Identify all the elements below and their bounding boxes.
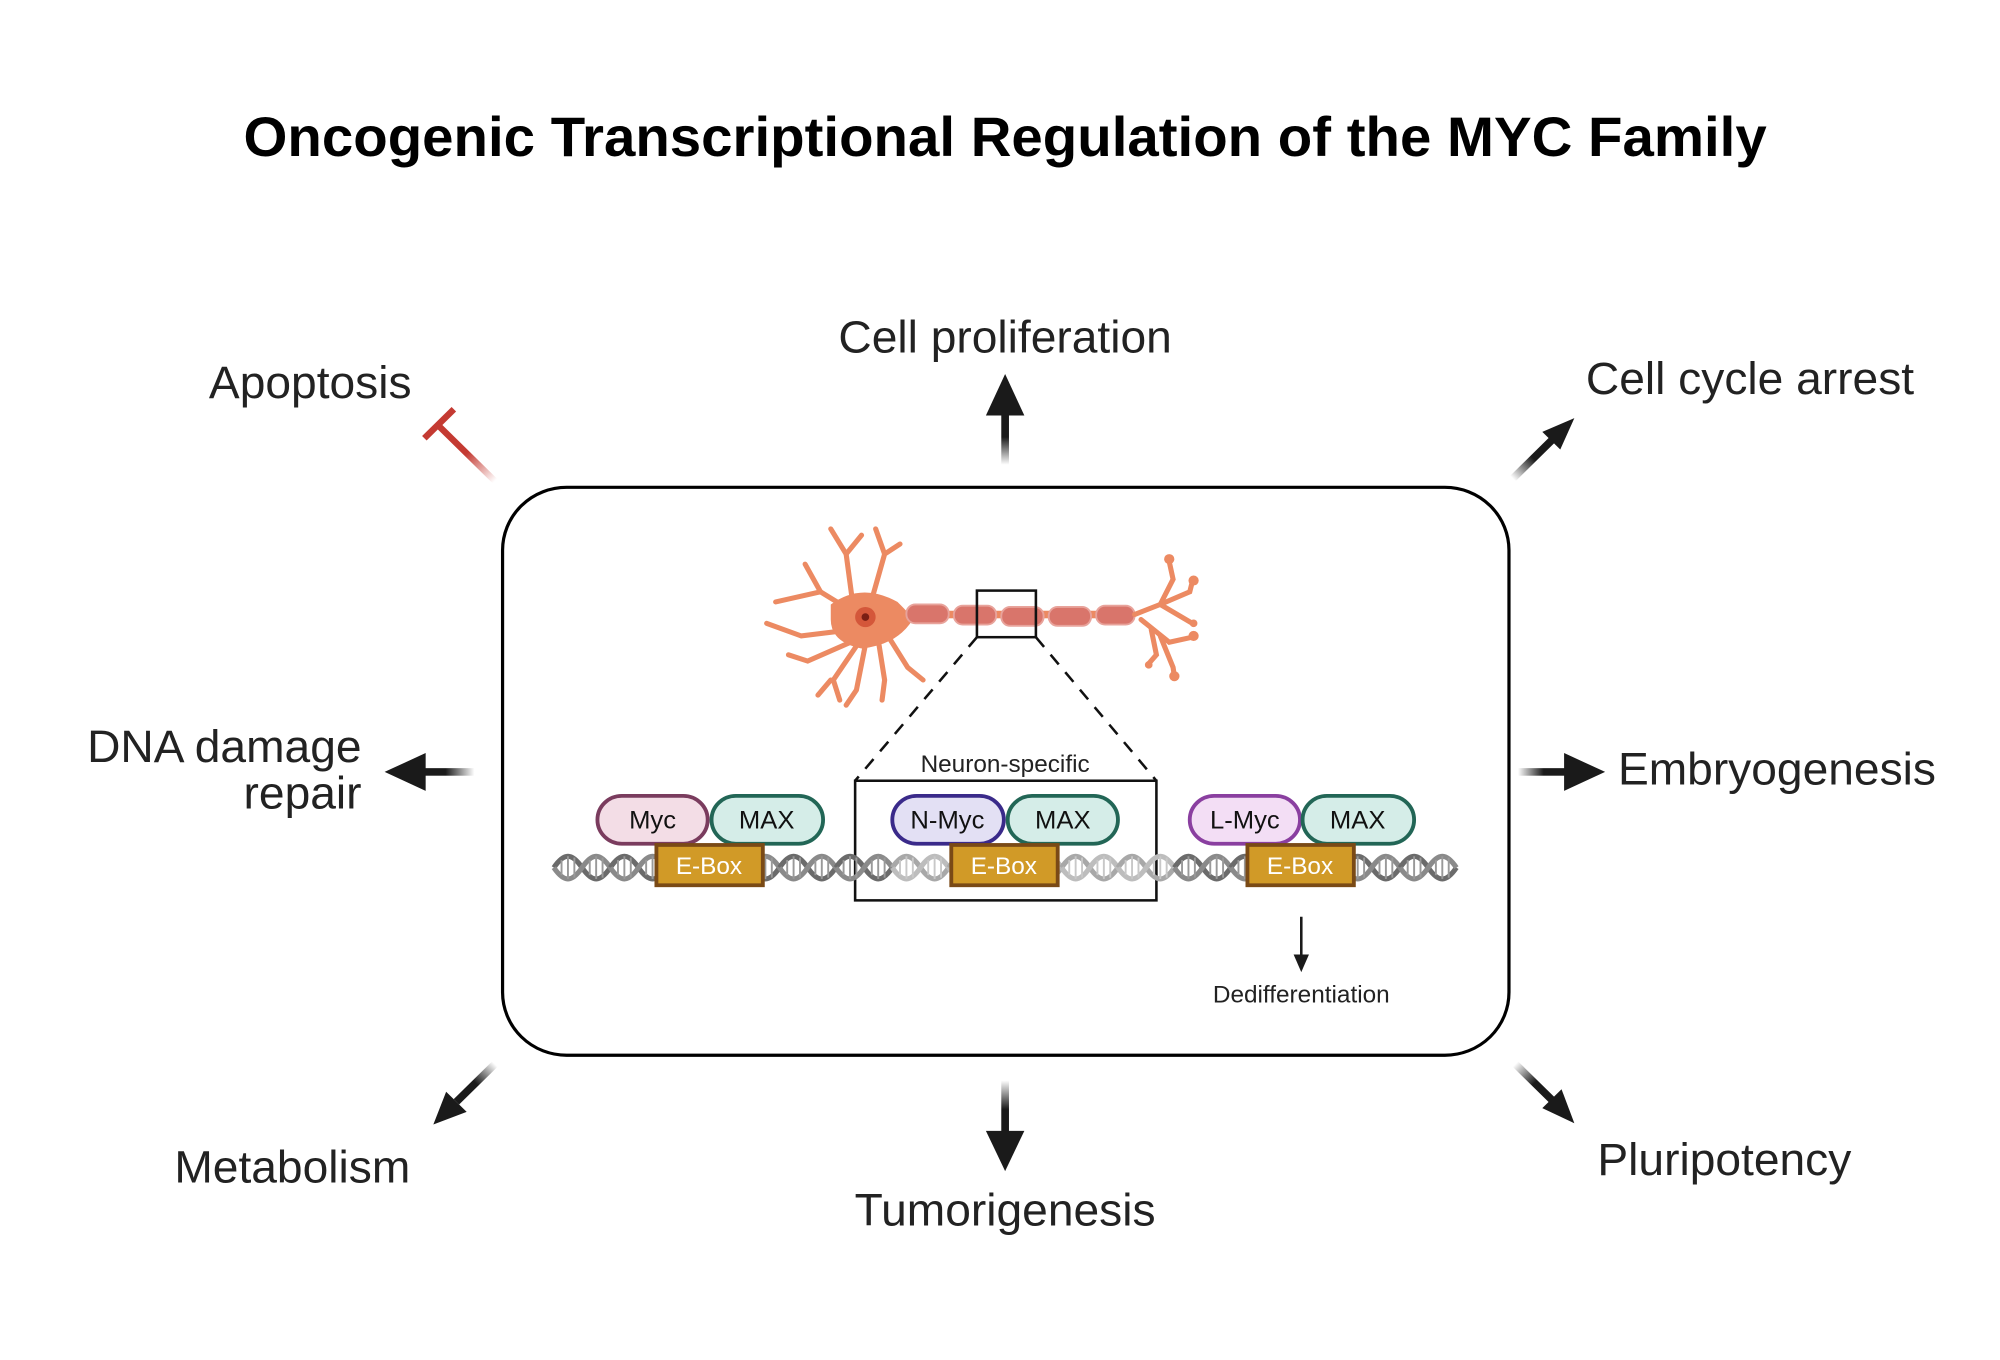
max-pill-1 (709, 793, 826, 846)
arrow-dna-damage-repair (384, 753, 475, 791)
label-dedifferentiation: Dedifferentiation (1213, 982, 1390, 1009)
arrow-metabolism (433, 1061, 498, 1125)
max-label-3: MAX (1330, 807, 1386, 835)
arrow-pluripotency (1512, 1061, 1575, 1124)
ebox-label-3: E-Box (1267, 853, 1333, 880)
neuron-icon (764, 526, 1199, 708)
label-cell-proliferation: Cell proliferation (838, 312, 1171, 363)
lmyc-pill (1187, 793, 1302, 846)
zoom-dash-right (1034, 636, 1158, 782)
nmyc-label: N-Myc (910, 807, 984, 835)
label-embryogenesis: Embryogenesis (1618, 744, 1936, 795)
ebox-3 (1245, 843, 1356, 888)
complex-lmyc-max: L-Myc MAX E-Box (1187, 793, 1417, 888)
label-dna-damage-repair-line2: repair (244, 768, 362, 819)
ebox-label-2: E-Box (971, 853, 1037, 880)
label-apoptosis: Apoptosis (209, 357, 412, 408)
diagram-title: Oncogenic Transcriptional Regulation of … (244, 106, 1767, 168)
complex-nmyc-max: N-Myc MAX E-Box (890, 793, 1120, 888)
label-dna-damage-repair-line1: DNA damage (87, 721, 361, 772)
myc-pill (595, 793, 710, 846)
label-pluripotency: Pluripotency (1597, 1134, 1851, 1185)
arrow-embryogenesis (1517, 753, 1606, 791)
max-label-2: MAX (1035, 807, 1091, 835)
arrow-dedifferentiation (1293, 916, 1309, 973)
label-cell-cycle-arrest: Cell cycle arrest (1586, 354, 1914, 405)
max-pill-3 (1300, 793, 1417, 846)
complex-myc-max: Myc MAX E-Box (595, 793, 826, 888)
myc-label: Myc (629, 807, 676, 835)
arrow-tumorigenesis (985, 1080, 1025, 1172)
ebox-1 (654, 843, 765, 888)
axon-zoom-box (975, 589, 1038, 639)
ebox-label-1: E-Box (676, 853, 742, 880)
label-tumorigenesis: Tumorigenesis (855, 1185, 1156, 1236)
max-pill-2 (1005, 793, 1120, 846)
ebox-2 (949, 843, 1060, 888)
arrow-cell-proliferation (985, 374, 1025, 465)
lmyc-label: L-Myc (1210, 807, 1280, 835)
max-label-1: MAX (739, 807, 795, 835)
zoom-dash-left (854, 636, 978, 782)
inhibitor-apoptosis (422, 407, 498, 484)
neuron-specific-label: Neuron-specific (921, 751, 1090, 778)
central-panel (500, 485, 1511, 1057)
arrow-cell-cycle-arrest (1510, 418, 1575, 482)
nmyc-pill (890, 793, 1006, 846)
neuron-specific-box (853, 779, 1158, 902)
label-metabolism: Metabolism (174, 1142, 410, 1193)
